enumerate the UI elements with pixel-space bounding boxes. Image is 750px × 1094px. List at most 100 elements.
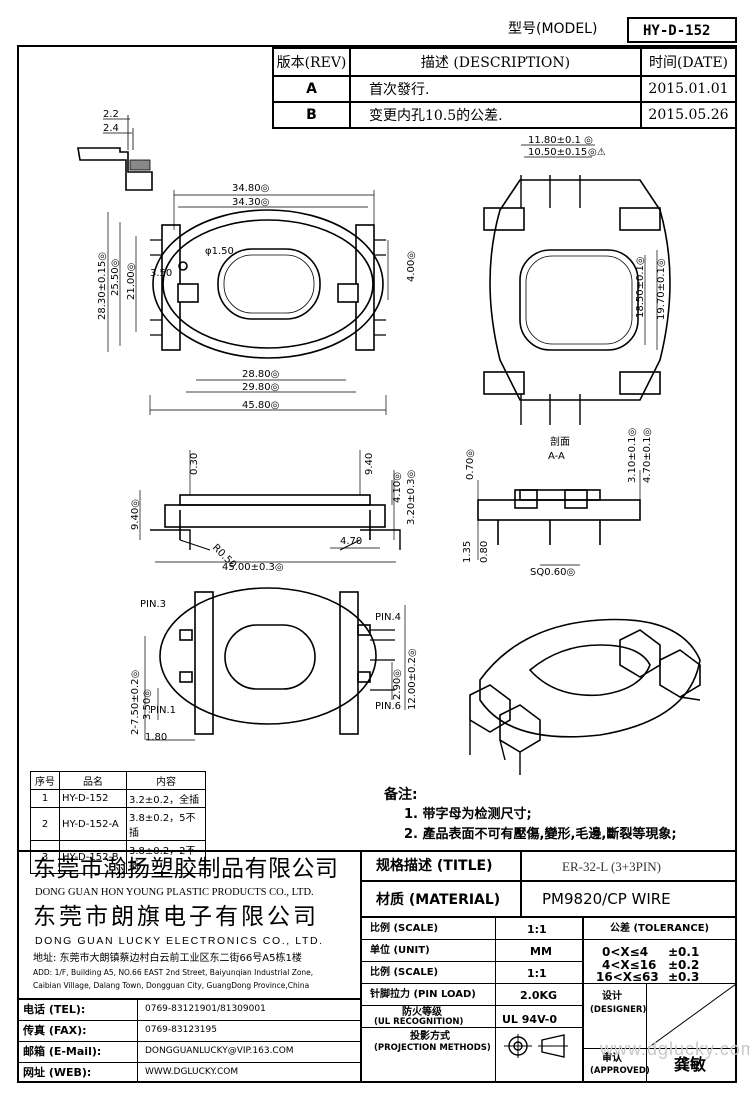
dim-label: 21.00◎ [126, 263, 137, 300]
designer-signature-slash [647, 983, 737, 1049]
tolerance-range: 4<X≤16 [602, 958, 657, 972]
grid-line [584, 1048, 737, 1049]
unit-label: 单位 (UNIT) [370, 945, 430, 956]
address-en-2: Caibian Village, Dalang Town, Dongguan C… [33, 981, 310, 990]
dim-label: 2.4 [103, 123, 119, 134]
dim-label: 4.00◎ [406, 251, 417, 282]
desc-header: 描述 (DESCRIPTION) [349, 47, 642, 77]
isometric-view [469, 618, 701, 775]
contact-row: 邮箱 (E-Mail): DONGGUANLUCKY@VIP.163.COM [17, 1042, 360, 1063]
dim-label: 3.50◎ [142, 689, 153, 720]
table-row: 1 HY-D-152 3.2±0.2，全插 [30, 789, 206, 808]
dim-label: SQ0.60◎ [530, 567, 575, 578]
date-cell: 2015.01.01 [640, 75, 737, 103]
ul-label-cn: 防火等级 [402, 1007, 442, 1018]
grid-line [495, 918, 496, 1083]
dim-label: 0.70◎ [465, 449, 476, 480]
model-label: 型号(MODEL) [508, 21, 598, 37]
dim-label: 3.10±0.1◎ [627, 428, 638, 483]
rev-cell: B [272, 101, 351, 129]
desc-cell: 首次發行. [349, 75, 642, 103]
tolerance-label: 公差 (TOLERANCE) [610, 923, 710, 934]
pin-label: PIN.4 [375, 612, 401, 623]
section-title: 剖面 [550, 435, 570, 448]
dim-label: 9.40◎ [130, 499, 141, 530]
dim-label: 28.30±0.15◎ [97, 252, 108, 320]
grid-line [362, 1005, 582, 1006]
contact-divider [137, 1000, 138, 1083]
title-block-border [17, 850, 737, 852]
dim-label: 3.20±0.3◎ [406, 470, 417, 525]
spec-area: 规格描述 (TITLE) ER-32-L (3+3PIN) 材质 (MATERI… [362, 852, 737, 1083]
revision-row: A 首次發行. 2015.01.01 [272, 75, 737, 103]
pin-label: PIN.3 [140, 599, 166, 610]
title-value: ER-32-L (3+3PIN) [562, 859, 661, 874]
spec-material-row: 材质 (MATERIAL) PM9820/CP WIRE [362, 882, 737, 918]
grid-line [362, 1027, 582, 1028]
revision-table: 版本(REV) 描述 (DESCRIPTION) 时间(DATE) A 首次發行… [272, 47, 737, 129]
tolerance-value: ±0.2 [668, 958, 700, 972]
grid-line [362, 983, 737, 984]
material-label: 材质 (MATERIAL) [376, 892, 501, 908]
contact-value: WWW.DGLUCKY.COM [145, 1067, 239, 1077]
tolerance-range: 16<X≤63 [596, 970, 659, 984]
dim-label: 4.70 [340, 536, 362, 547]
rev-header: 版本(REV) [272, 47, 351, 77]
desc-cell: 变更内孔10.5的公差. [349, 101, 642, 129]
scale-label-2: 比例 (SCALE) [370, 967, 439, 978]
dim-label: 10.50±0.15 [528, 147, 587, 158]
divider [520, 852, 522, 880]
parts-cell: HY-D-152 [59, 789, 127, 808]
contact-value: DONGGUANLUCKY@VIP.163.COM [145, 1046, 294, 1056]
unit-value: MM [530, 945, 552, 958]
dim-label: 34.80◎ [232, 183, 269, 194]
parts-cell: HY-D-152-A [59, 807, 127, 841]
parts-header: 内容 [126, 771, 206, 790]
note-item: 1. 带字母为检测尺寸; [404, 807, 532, 822]
dim-label: ◎⚠ [588, 147, 606, 158]
parts-table: 序号 品名 内容 1 HY-D-152 3.2±0.2，全插 2 HY-D-15… [30, 771, 206, 874]
scale-value: 1:1 [527, 923, 547, 936]
dim-label: 3.50 [150, 268, 172, 279]
dim-label: φ1.50 [205, 246, 234, 257]
contact-area: 电话 (TEL): 0769-83121901/81309001 传真 (FAX… [17, 998, 362, 1083]
projection-symbol-icon [504, 1034, 568, 1058]
address-en-1: ADD: 1/F, Building A5, NO.66 EAST 2nd St… [33, 968, 314, 977]
table-row: 2 HY-D-152-A 3.8±0.2，5不插 [30, 807, 206, 841]
pin-label: PIN.6 [375, 701, 401, 712]
dim-label: 25.50◎ [110, 259, 121, 296]
pinload-label: 针脚拉力 (PIN LOAD) [370, 989, 476, 1000]
company-name-en-2: DONG GUAN LUCKY ELECTRONICS CO., LTD. [35, 935, 324, 947]
dim-label: 0.80 [479, 541, 490, 563]
dim-label: 1.35 [462, 541, 473, 563]
contact-row: 电话 (TEL): 0769-83121901/81309001 [17, 1000, 360, 1021]
grid-line [362, 939, 582, 940]
scale-label: 比例 (SCALE) [370, 923, 439, 934]
contact-label: 传真 (FAX): [23, 1024, 87, 1037]
spec-title-row: 规格描述 (TITLE) ER-32-L (3+3PIN) [362, 852, 737, 882]
dim-label: 2.90◎ [392, 669, 403, 700]
parts-cell: 3.8±0.2，5不插 [126, 807, 206, 841]
date-header: 时间(DATE) [640, 47, 737, 77]
contact-label: 电话 (TEL): [23, 1003, 86, 1016]
tolerance-value: ±0.3 [668, 970, 700, 984]
company-name-cn: 东莞市瀚扬塑胶制品有限公司 [33, 856, 339, 882]
revision-row: B 变更内孔10.5的公差. 2015.05.26 [272, 101, 737, 129]
dim-label: 0.30 [189, 453, 200, 475]
bottom-view [144, 587, 406, 741]
top-view [107, 190, 389, 415]
dim-label: 28.80◎ [242, 369, 279, 380]
note-item: 2. 產品表面不可有壓傷,變形,毛邊,斷裂等現象; [404, 827, 677, 842]
tolerance-range: 0<X≤4 [602, 945, 649, 959]
dim-label: 2.2 [103, 109, 119, 120]
designer-label-en: (DESIGNER) [590, 1005, 647, 1015]
section-name: A-A [548, 451, 565, 462]
approved-label-cn: 审认 [602, 1053, 622, 1064]
lead-detail [77, 115, 153, 191]
parts-cell: 2 [30, 807, 60, 841]
dim-label: 34.30◎ [232, 197, 269, 208]
dim-label: 19.70±0.1◎ [656, 258, 667, 320]
parts-cell: 1 [30, 789, 60, 808]
drawing-frame [17, 45, 737, 1083]
parts-cell: HY-D-152-B [59, 840, 127, 874]
